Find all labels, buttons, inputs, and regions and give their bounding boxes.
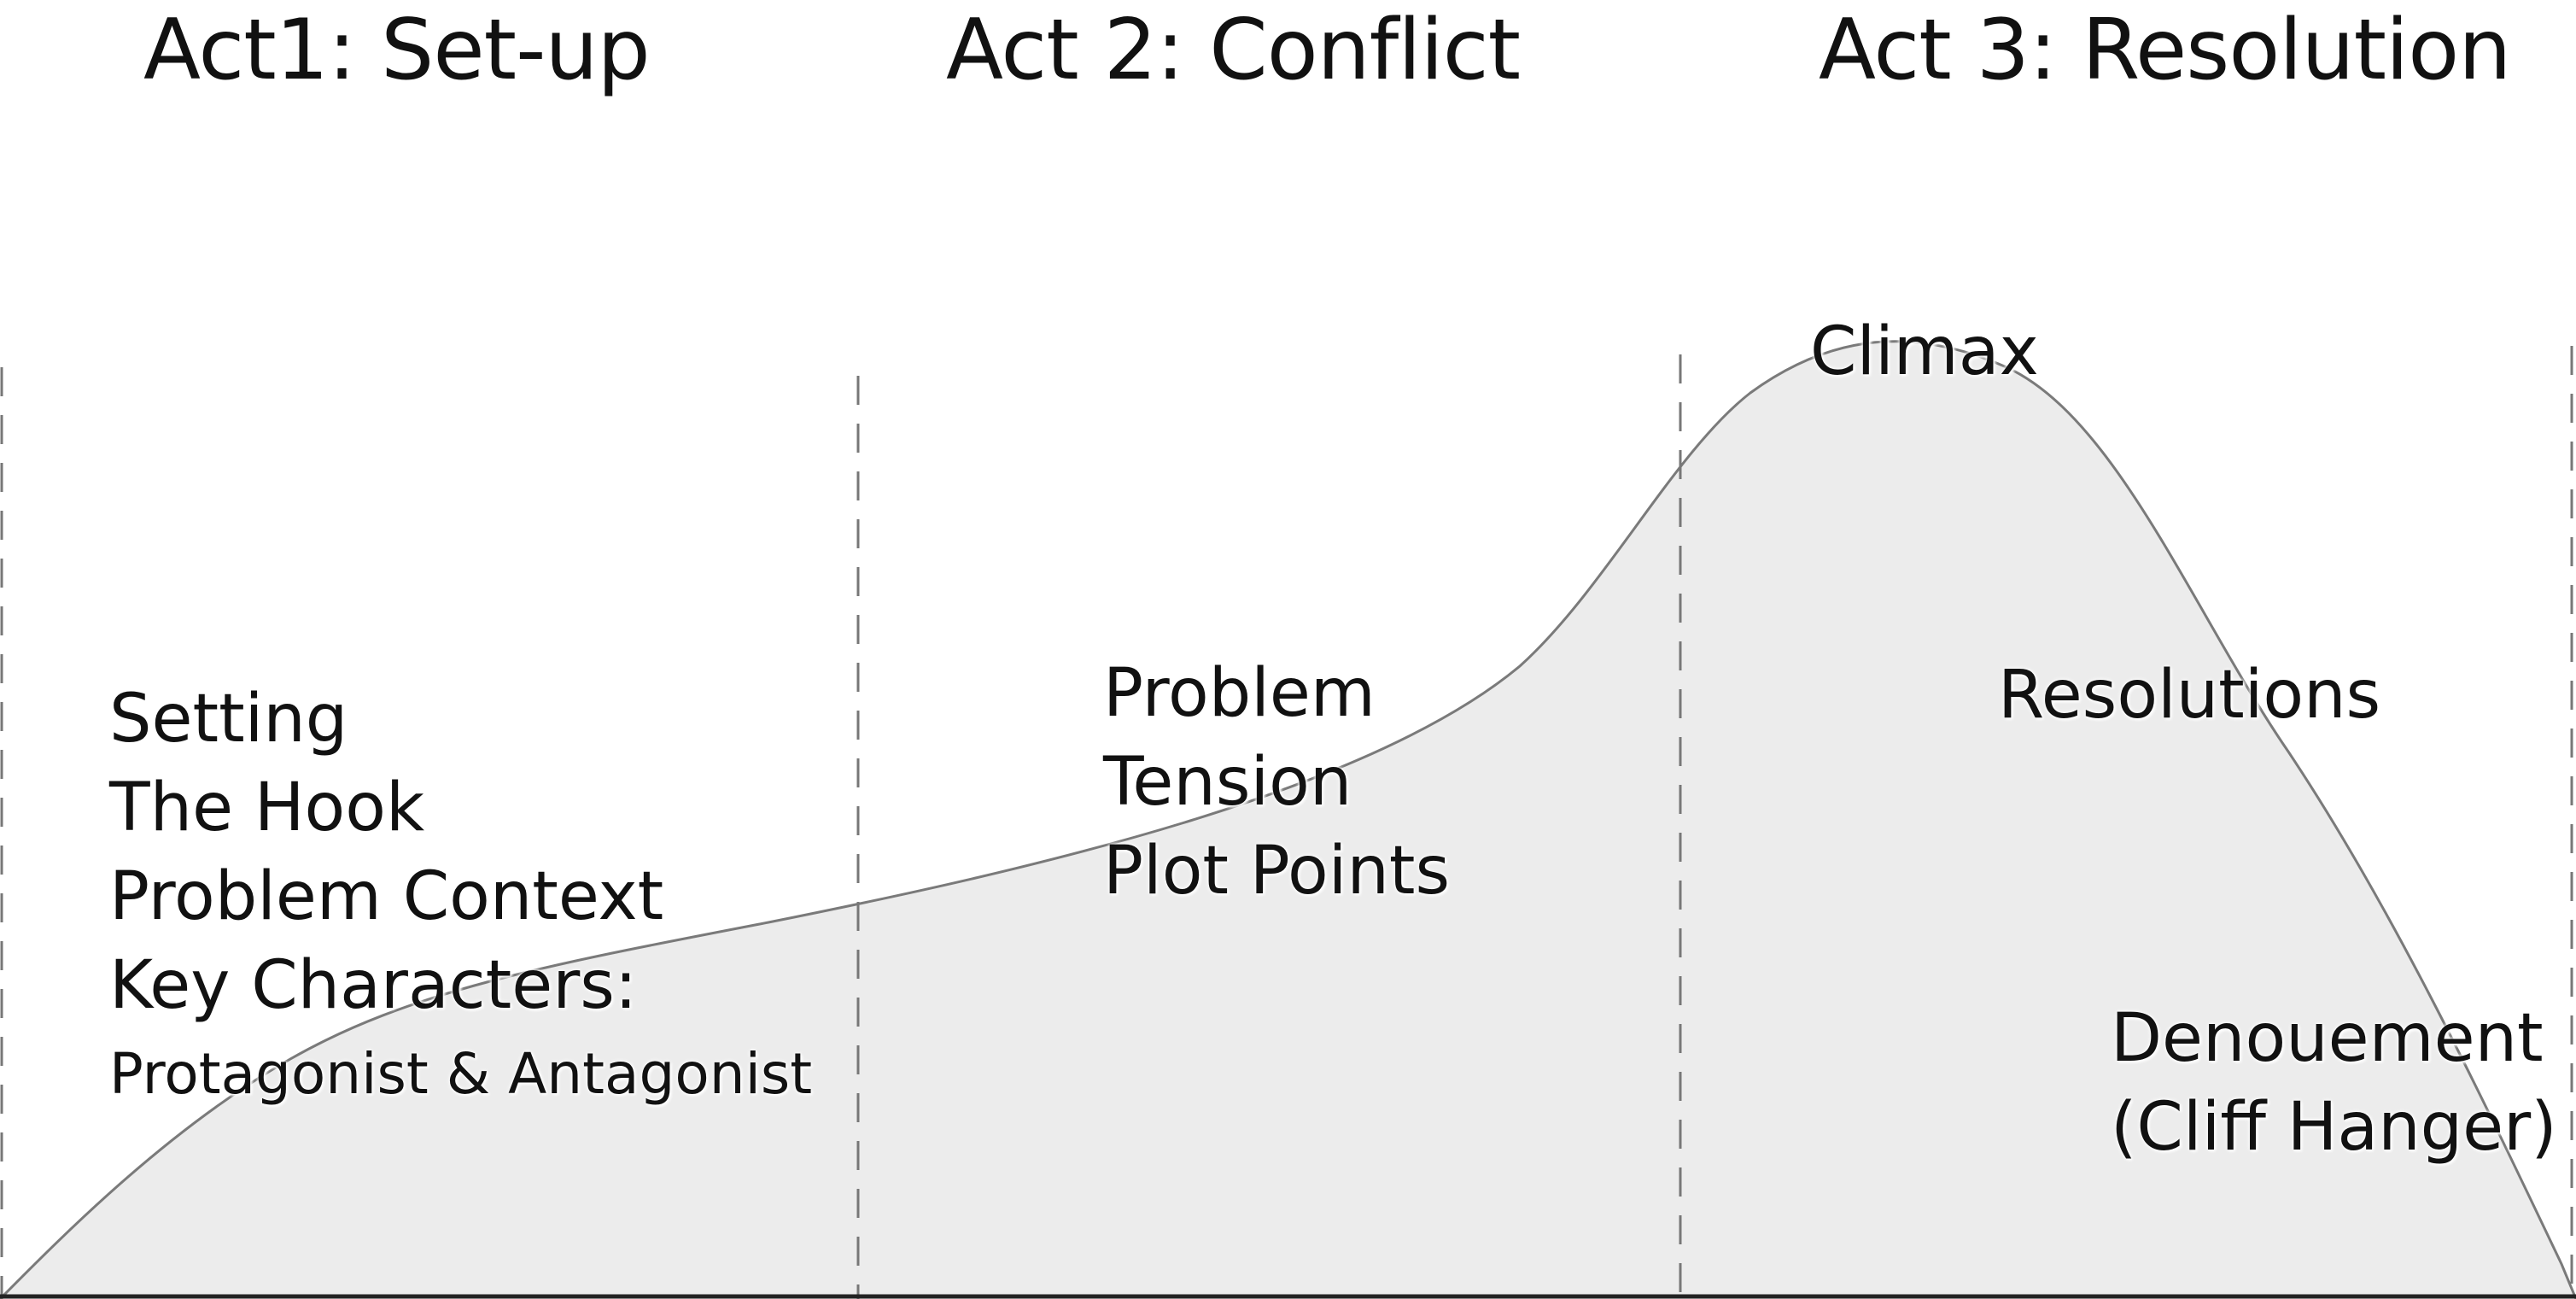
resolutions-label: Resolutions: [1998, 657, 2381, 734]
act-1-element-characters: Key Characters:: [109, 947, 638, 1024]
act-1-element-setting: Setting: [109, 681, 348, 758]
act-1-title: Act1: Set-up: [143, 2, 651, 99]
act-3-title: Act 3: Resolution: [1819, 2, 2511, 99]
denouement-label: Denouement (Cliff Hanger): [2111, 994, 2557, 1172]
denouement-text: Denouement: [2111, 1000, 2544, 1077]
tension-area: [0, 341, 2576, 1299]
act-2-elements: Problem Tension Plot Points: [1103, 649, 1450, 916]
tension-curve: [0, 340, 2576, 1299]
act-2-element-plot-points: Plot Points: [1103, 833, 1451, 910]
climax-label: Climax: [1810, 313, 2039, 390]
act-1-elements: Setting The Hook Problem Context Key Cha…: [109, 675, 812, 1119]
act-1-element-hook: The Hook: [109, 769, 425, 846]
act-2-title: Act 2: Conflict: [946, 2, 1521, 99]
act-2-element-problem: Problem: [1103, 655, 1376, 732]
cliff-hanger-text: (Cliff Hanger): [2111, 1089, 2557, 1166]
act-2-element-tension: Tension: [1103, 744, 1352, 821]
act-1-element-characters-detail: Protagonist & Antagonist: [109, 1041, 813, 1107]
act-1-element-context: Problem Context: [109, 858, 664, 935]
